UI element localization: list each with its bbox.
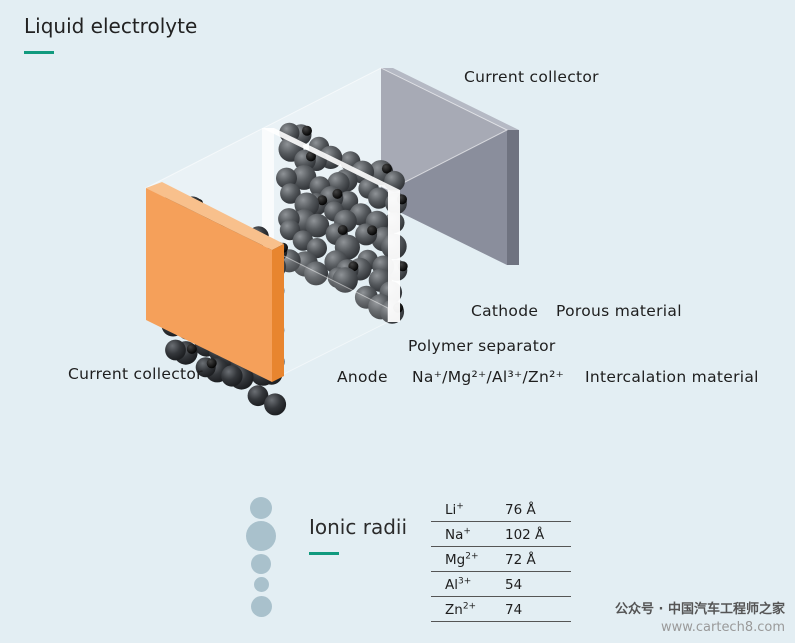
ion-dot — [317, 195, 328, 206]
ion-symbol: Na+ — [431, 521, 491, 547]
ion-size-circle — [251, 554, 271, 574]
ion-radius-value: 76 Å — [491, 497, 571, 522]
ion-dot — [367, 225, 378, 236]
ion-dot — [332, 188, 343, 199]
ion-symbol: Al3+ — [431, 571, 491, 597]
ion-size-circle — [250, 497, 272, 519]
electrode-particle — [332, 267, 358, 293]
ion-symbol: Zn2+ — [431, 596, 491, 622]
anode-collector — [146, 188, 272, 382]
ion-dot — [381, 163, 392, 174]
polymer-separator-face — [388, 190, 400, 322]
ion-radius-value: 72 Å — [491, 546, 571, 572]
polymer-separator-back — [262, 128, 274, 260]
ionic-radii-title: Ionic radii — [309, 515, 408, 539]
cathode-collector — [381, 68, 507, 265]
ion-symbol: Mg2+ — [431, 546, 491, 572]
separator-label: Polymer separator — [408, 337, 556, 355]
porous-material-label: Porous material — [556, 302, 682, 320]
electrode-particle — [305, 213, 330, 238]
ion-row: Al3+54 — [431, 571, 571, 597]
ion-symbol: Li+ — [431, 497, 491, 522]
cathode-collector-side — [507, 130, 519, 265]
ion-radius-value: 74 — [491, 596, 571, 622]
ionic-radii-accent-bar — [309, 552, 339, 555]
ion-size-circle — [251, 596, 272, 617]
title-accent-bar — [24, 51, 54, 54]
electrode-particle — [264, 393, 287, 416]
ion-size-circle — [254, 577, 269, 592]
ion-dot — [397, 261, 408, 272]
ion-dot — [306, 151, 316, 162]
electrode-particle — [247, 385, 269, 407]
anode-label: Anode — [337, 368, 388, 386]
watermark-line1: 公众号 · 中国汽车工程师之家 — [615, 602, 785, 617]
electrode-particle — [368, 187, 390, 209]
ions-label: Na⁺/Mg²⁺/Al³⁺/Zn²⁺ — [412, 368, 565, 386]
page-title: Liquid electrolyte — [24, 14, 198, 38]
ion-dot — [206, 358, 217, 369]
electrode-particle — [338, 191, 359, 211]
ion-dot — [337, 225, 348, 235]
watermark-line2: www.cartech8.com — [661, 620, 785, 635]
ion-row: Li+76 Å — [431, 497, 571, 522]
ion-row: Mg2+72 Å — [431, 546, 571, 572]
ion-size-circle — [246, 521, 276, 551]
battery-diagram — [144, 67, 519, 416]
ion-dot — [186, 343, 197, 354]
ion-row: Na+102 Å — [431, 521, 571, 547]
electrode-particle — [304, 261, 329, 286]
anode-collector-top — [146, 182, 284, 250]
electrode-particle — [165, 339, 186, 361]
ion-radius-value: 102 Å — [491, 521, 571, 547]
anode-collector-side — [272, 244, 284, 382]
left-collector-label: Current collector — [68, 365, 203, 383]
top-collector-label: Current collector — [464, 68, 599, 86]
cathode-label: Cathode — [471, 302, 539, 320]
cathode-collector-top — [381, 68, 519, 130]
intercalation-material-label: Intercalation material — [585, 368, 759, 386]
electrode-particle — [280, 183, 301, 204]
polymer-separator — [262, 128, 400, 190]
electrode-particle — [221, 365, 243, 387]
ion-radius-value: 54 — [491, 571, 571, 597]
ion-dot — [302, 125, 312, 136]
ion-row: Zn2+74 — [431, 596, 571, 622]
watermark: 公众号 · 中国汽车工程师之家 www.cartech8.com — [615, 601, 785, 637]
